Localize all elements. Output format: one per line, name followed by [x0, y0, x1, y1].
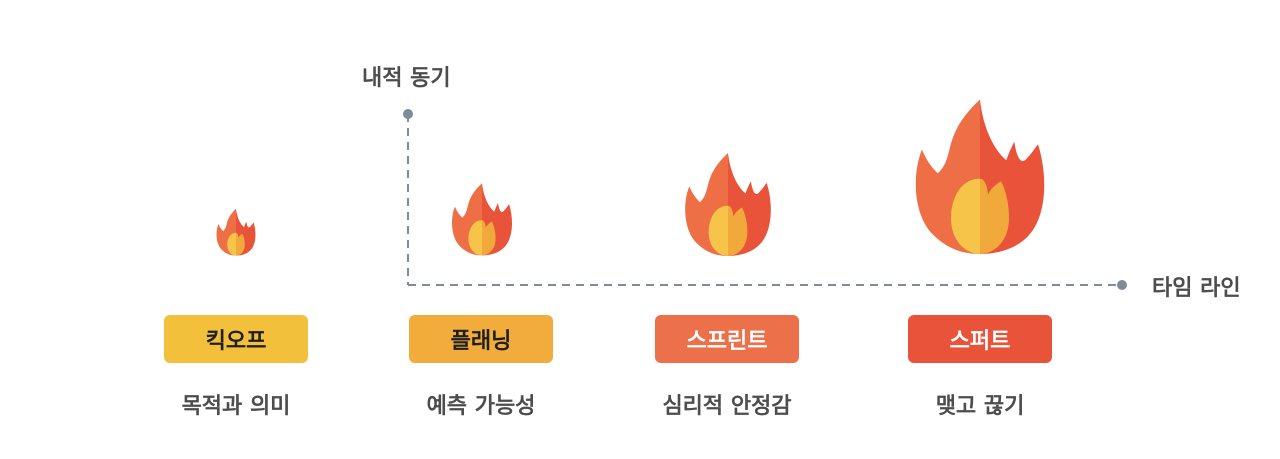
x-axis-end-dot: [1117, 280, 1127, 290]
stage-badge-planning: 플래닝: [409, 315, 553, 363]
stage-caption-kickoff: 목적과 의미: [181, 394, 291, 419]
stage-badge-spurt: 스퍼트: [908, 315, 1052, 363]
flame-icon-xlarge: [914, 96, 1046, 256]
stage-caption-sprint: 심리적 안정감: [662, 394, 792, 419]
x-axis-label: 타임 라인: [1152, 276, 1241, 301]
stage-badge-sprint: 스프린트: [655, 315, 799, 363]
y-axis-label: 내적 동기: [362, 66, 451, 91]
stage-caption-spurt: 맺고 끊기: [935, 394, 1025, 419]
y-axis-end-dot: [403, 109, 413, 119]
stage-badge-kickoff: 킥오프: [164, 315, 308, 363]
flame-icon-large: [684, 151, 772, 257]
flame-icon-medium: [451, 182, 513, 256]
flame-icon-small: [216, 208, 256, 256]
stage-caption-planning: 예측 가능성: [426, 394, 536, 419]
